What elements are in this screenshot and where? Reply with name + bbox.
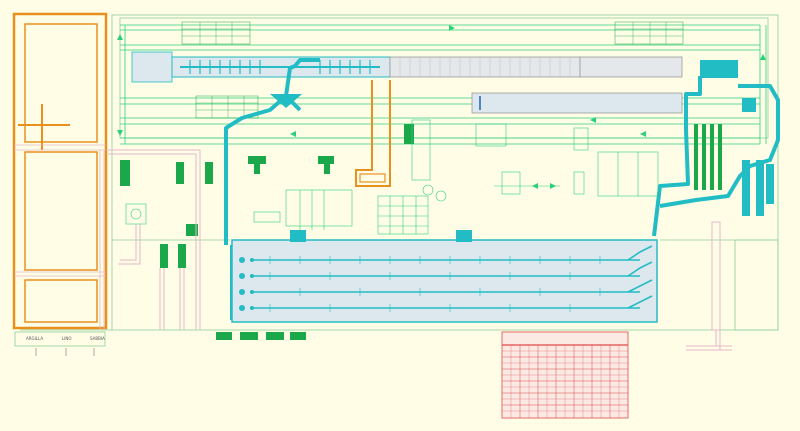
drying-chamber [231,239,658,323]
drying-chamber-rows [250,245,653,309]
top-conveyor-lines [120,24,767,145]
drying-chamber-inlets [290,230,472,242]
drying-chamber-nodes [239,257,254,311]
kiln-hatch [399,57,571,77]
clay-preparation-block [355,80,391,187]
kiln-hopper [270,94,302,108]
bin-label-lino: LINO [62,336,72,341]
drying-chamber-ticks [269,256,601,312]
flow-arrows [532,183,556,189]
kiln-ribs [189,60,371,74]
kiln-exit-unit [700,60,738,78]
arrow-icon [117,25,766,137]
dryer-tunnel [471,92,683,114]
right-machines [742,98,774,216]
bin-label-argilla: ARGILLA [26,336,43,341]
green-machines [120,124,722,340]
exit-conveyors [686,221,732,351]
bin-label-sabbia: SABBIA [90,336,105,341]
product-storage-hatch [502,345,628,418]
pink-conveyors [108,149,201,330]
clay-storage [12,12,108,330]
machinery-outlines [125,119,659,235]
clay-storage-pink-lines [14,144,106,330]
tunnel-kiln [131,51,683,83]
raw-material-bins: ARGILLA LINO SABBIA [14,331,106,356]
